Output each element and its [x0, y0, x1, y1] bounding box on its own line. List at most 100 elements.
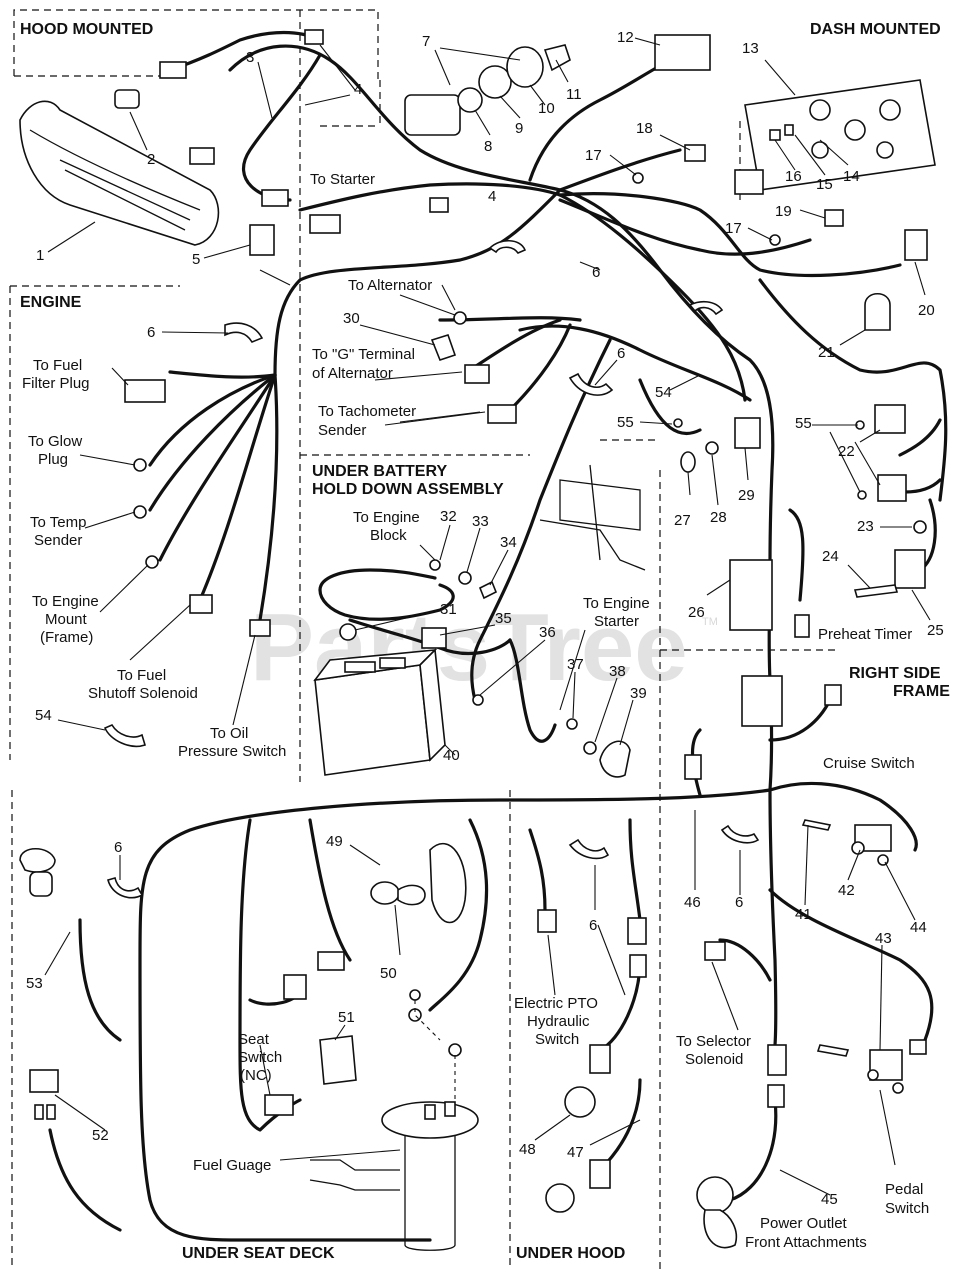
dash-connector-18: [684, 144, 706, 162]
section-right-side-2: FRAME: [893, 683, 950, 700]
callout-8: 8: [484, 138, 492, 155]
label-engine-mount-3: (Frame): [40, 629, 93, 646]
section-right-side-1: RIGHT SIDE: [849, 665, 941, 682]
callout-28: 28: [710, 509, 727, 526]
callout-44: 44: [910, 919, 927, 936]
label-power-outlet-2: Front Attachments: [745, 1234, 867, 1251]
dash-relay: [654, 34, 711, 71]
relay-22b: [877, 474, 907, 502]
label-fuel-gauge: Fuel Guage: [193, 1157, 271, 1174]
nut-38: [583, 741, 597, 755]
callout-26: 26: [688, 604, 705, 621]
callout-36: 36: [539, 624, 556, 641]
callout-39: 39: [630, 685, 647, 702]
power-outlet-connector: [767, 1044, 787, 1076]
label-fuel-shutoff-2: Shutoff Solenoid: [88, 685, 198, 702]
nut-23: [913, 520, 927, 534]
under-seat-parts: [19, 843, 479, 1251]
pto-connector: [537, 909, 557, 933]
section-under-hood: UNDER HOOD: [516, 1245, 625, 1262]
callout-38: 38: [609, 663, 626, 680]
label-seat-switch-1: Seat: [238, 1031, 270, 1048]
battery: [314, 664, 431, 776]
callout-numbers: 1 2 3 4 4 5 6 6 6 6 6 6 7 8 9 10 11 12 1…: [26, 29, 944, 1208]
callout-55a: 55: [617, 414, 634, 431]
callout-25: 25: [927, 622, 944, 639]
label-oil-pressure-1: To Oil: [210, 725, 248, 742]
hood-connector-a: [159, 61, 187, 79]
main-harness: [48, 30, 948, 1242]
cable-clip-54a: [103, 723, 146, 747]
callout-12: 12: [617, 29, 634, 46]
callout-45: 45: [821, 1191, 838, 1208]
washer-33: [458, 571, 472, 585]
callout-3: 3: [246, 49, 254, 66]
power-outlet: [696, 1176, 734, 1214]
headlight-assembly: [19, 100, 220, 246]
washer-32: [429, 559, 441, 571]
relay-29: [734, 417, 761, 449]
label-engine-mount-2: Mount: [45, 611, 88, 628]
terminal-boot-35: [421, 627, 447, 649]
label-pto-3: Switch: [535, 1031, 579, 1048]
callout-30: 30: [343, 310, 360, 327]
callout-23: 23: [857, 518, 874, 535]
ignition-bezel: [478, 65, 512, 99]
alternator-boot-30: [430, 334, 457, 361]
callout-42: 42: [838, 882, 855, 899]
right-frame-parts: [684, 675, 927, 1249]
callout-9: 9: [515, 120, 523, 137]
engine-parts: [103, 197, 724, 747]
oil-pressure-connector: [249, 619, 271, 637]
callout-7: 7: [422, 33, 430, 50]
label-cruise-switch: Cruise Switch: [823, 755, 915, 772]
cluster-socket: [784, 124, 794, 136]
g-terminal-connector: [464, 364, 490, 384]
label-selector-2: Solenoid: [685, 1051, 743, 1068]
fuel-filter-plug-connector: [124, 379, 166, 403]
watermark-trademark: TM: [702, 616, 718, 628]
label-preheat-timer: Preheat Timer: [818, 626, 912, 643]
label-engine-block-1: To Engine: [353, 509, 420, 526]
rocker-switch-52: [29, 1069, 59, 1093]
callout-20: 20: [918, 302, 935, 319]
callout-40: 40: [443, 747, 460, 764]
callout-13: 13: [742, 40, 759, 57]
section-under-battery-2: HOLD DOWN ASSEMBLY: [312, 481, 504, 498]
callout-52: 52: [92, 1127, 109, 1144]
callout-14: 14: [843, 168, 860, 185]
fuel-shutoff-connector: [189, 594, 213, 614]
dash-screw-17a: [632, 172, 644, 184]
section-under-seat-deck: UNDER SEAT DECK: [182, 1245, 335, 1262]
label-glow-plug-1: To Glow: [28, 433, 82, 450]
label-engine-starter-1: To Engine: [583, 595, 650, 612]
label-g-terminal-1: To "G" Terminal: [312, 346, 415, 363]
callout-19: 19: [775, 203, 792, 220]
cable-clip-6e: [107, 877, 144, 899]
callout-10: 10: [538, 100, 555, 117]
under-hood-parts: [537, 838, 647, 1213]
callout-51: 51: [338, 1009, 355, 1026]
hood-cable-tie: [304, 29, 324, 45]
callout-17a: 17: [585, 147, 602, 164]
callout-6c: 6: [617, 345, 625, 362]
callout-48: 48: [519, 1141, 536, 1158]
leader-lines: [44, 37, 931, 1196]
label-pedal-switch-2: Switch: [885, 1200, 929, 1217]
label-fuel-filter-1: To Fuel: [33, 357, 82, 374]
label-power-outlet-1: Power Outlet: [760, 1215, 848, 1232]
selector-connector: [704, 941, 726, 961]
label-pedal-switch-1: Pedal: [885, 1181, 923, 1198]
cable-clip-6f: [568, 838, 610, 860]
callout-55b: 55: [795, 415, 812, 432]
sensor-48: [564, 1086, 596, 1118]
boot-39: [599, 740, 631, 778]
cruise-nut-42: [851, 841, 865, 855]
bulb-socket-50: [370, 881, 400, 905]
callout-54b: 54: [655, 384, 672, 401]
temp-sender-terminal: [133, 505, 147, 519]
callout-22: 22: [838, 443, 855, 460]
callout-41: 41: [795, 906, 812, 923]
harness-connector-small: [794, 614, 810, 638]
callout-5: 5: [192, 251, 200, 268]
